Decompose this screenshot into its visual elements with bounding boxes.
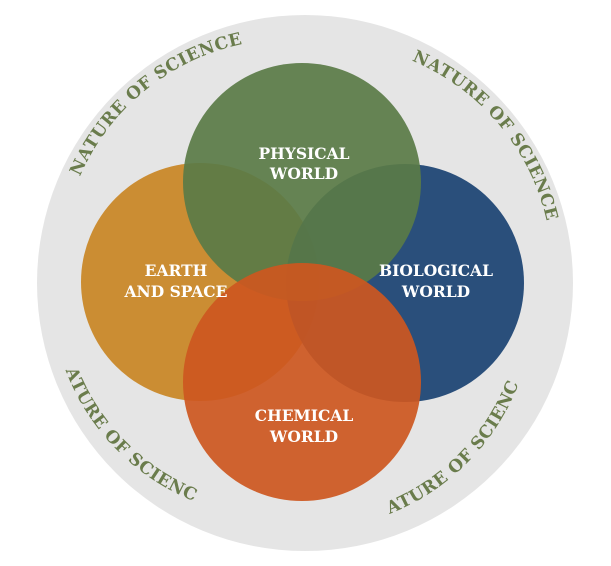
physical-world-label-line1: PHYSICAL: [258, 144, 349, 163]
chemical-world-label-line2: WORLD: [269, 427, 338, 446]
physical-world-label-line2: WORLD: [269, 164, 338, 183]
circle-physical-world: [183, 63, 421, 301]
earth-and-space-label-line2: AND SPACE: [124, 282, 228, 301]
chemical-world-label-line1: CHEMICAL: [255, 406, 354, 425]
biological-world-label-line2: WORLD: [401, 282, 470, 301]
earth-and-space-label-line1: EARTH: [145, 261, 208, 280]
biological-world-label-line1: BIOLOGICAL: [379, 261, 493, 280]
circle-chemical-world: [183, 263, 421, 501]
circle-labels: PHYSICAL WORLD EARTH AND SPACE BIOLOGICA…: [124, 144, 494, 446]
venn-circles: [81, 63, 524, 501]
